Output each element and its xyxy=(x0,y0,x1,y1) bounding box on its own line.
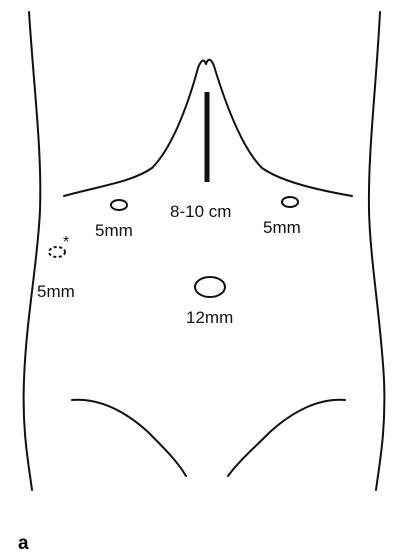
port-lateral-label: 5mm xyxy=(37,282,75,301)
incision-label: 8-10 cm xyxy=(170,202,231,221)
port-center xyxy=(195,277,225,297)
right-inguinal-line xyxy=(228,400,345,476)
port-right-upper-label: 5mm xyxy=(263,218,301,237)
port-left-upper xyxy=(111,200,127,210)
torso-left-outline xyxy=(24,12,41,490)
port-left-upper-label: 5mm xyxy=(95,221,133,240)
panel-label: a xyxy=(18,533,29,553)
port-center-label: 12mm xyxy=(186,308,233,327)
port-right-upper xyxy=(282,197,298,207)
asterisk-marker: * xyxy=(63,234,69,251)
torso-right-outline xyxy=(369,12,384,490)
left-inguinal-line xyxy=(72,400,186,476)
